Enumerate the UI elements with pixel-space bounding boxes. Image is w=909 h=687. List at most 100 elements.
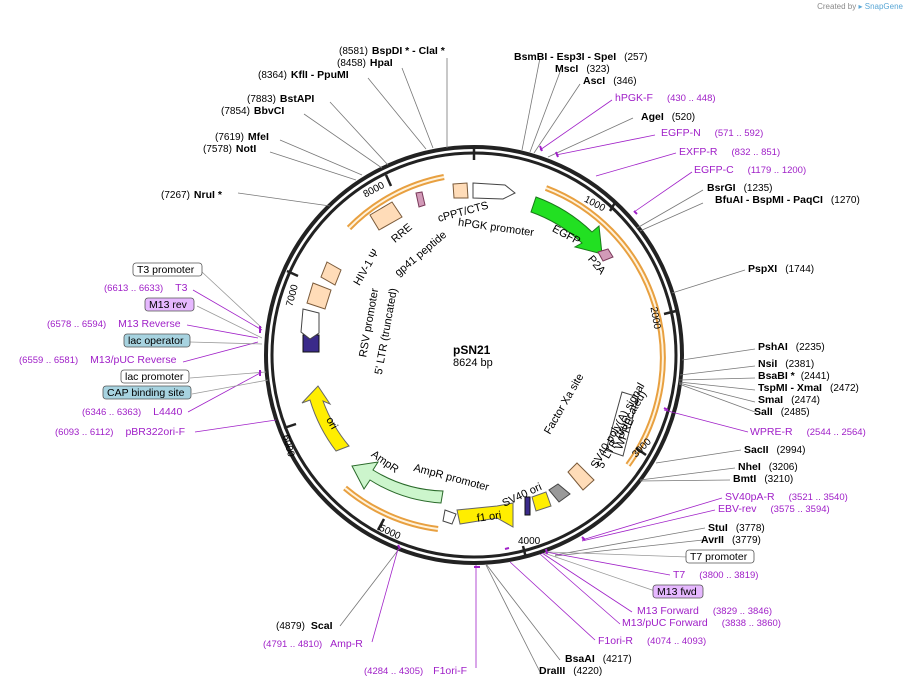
site-bsabi: BsaBI *: [758, 370, 796, 382]
site-pos-hpai: (8458): [337, 58, 366, 69]
box-t7-promoter: [685, 549, 755, 564]
svg-text:(7854)BbvCI: (7854) BbvCI: [221, 105, 284, 117]
site-sali: SalI: [754, 406, 773, 418]
primer-m13-puc-forward: M13/pUC Forward: [622, 617, 708, 629]
site-pos-kfli: (8364): [258, 70, 287, 81]
primer-range-ebv-rev: (3575 .. 3594): [771, 504, 830, 515]
site-pos-bfuai: (1270): [831, 195, 860, 206]
primer-range-hpgk-f: (430 .. 448): [667, 93, 716, 104]
hpgk-promoter-arrow[interactable]: [472, 182, 516, 200]
site-bstapi: BstAPI: [280, 93, 315, 105]
site-bsrgi: BsrGI: [707, 182, 736, 194]
svg-text:PshAI(2235): PshAI(2235): [758, 341, 825, 353]
primer-range-m13-puc-forward: (3838 .. 3860): [722, 618, 781, 629]
ltr5-box[interactable]: [306, 282, 332, 310]
primer-f1ori-f: F1ori-F: [433, 665, 467, 677]
box-m13-rev-text: M13 rev: [149, 299, 188, 311]
site-pos-bsmbi: (257): [624, 52, 647, 63]
primer-l4440: L4440: [153, 406, 182, 418]
rsv-promoter-arrow[interactable]: [300, 308, 320, 340]
primer-range-pbr322ori-f: (6093 .. 6112): [55, 427, 113, 438]
svg-text:BsrGI(1235): BsrGI(1235): [707, 182, 773, 194]
primer-ebv-rev: EBV-rev: [718, 503, 757, 515]
svg-text:(7883)BstAPI: (7883) BstAPI: [247, 93, 314, 105]
site-pos-bsaai: (4217): [603, 654, 632, 665]
site-nrui: NruI *: [194, 189, 223, 201]
primer-range-amp-r: (4791 .. 4810): [263, 639, 322, 650]
site-pos-sacii: (2994): [777, 445, 806, 456]
primer-t3: T3: [175, 282, 187, 294]
ltr3-box[interactable]: [567, 462, 595, 491]
rre-box[interactable]: [369, 201, 403, 231]
primer-range-f1ori-r: (4074 .. 4093): [647, 636, 706, 647]
svg-text:AscI(346): AscI(346): [583, 75, 637, 87]
ori-arrow[interactable]: [301, 385, 350, 452]
primer-range-egfp-n: (571 .. 592): [715, 128, 764, 139]
credit-prefix: Created by: [817, 2, 857, 11]
site-pos-stui: (3778): [736, 523, 765, 534]
svg-text:(6093 .. 6112)pBR322ori-F: (6093 .. 6112)pBR322ori-F: [55, 426, 185, 438]
site-nsii: NsiI: [758, 358, 777, 370]
site-avrii: AvrII: [701, 534, 724, 546]
site-msci: MscI: [555, 63, 578, 75]
tick-4000: 4000: [518, 536, 541, 547]
site-pos-bsabi: (2441): [801, 371, 830, 382]
factor-xa-marker[interactable]: [524, 496, 531, 516]
svg-text:EGFP-N(571 .. 592): EGFP-N (571 .. 592): [661, 127, 763, 139]
p2a-feature[interactable]: [597, 248, 614, 262]
plasmid-length: 8624 bp: [453, 357, 493, 369]
primer-t7: T7: [673, 569, 685, 581]
svg-text:(6346 .. 6363)L4440: (6346 .. 6363)L4440: [82, 406, 183, 418]
cppt-feature[interactable]: [452, 182, 469, 199]
site-pos-bstapi: (7883): [247, 94, 276, 105]
tick-2000: 2000: [648, 306, 663, 330]
svg-text:StuI(3778): StuI(3778): [708, 522, 765, 534]
svg-text:M13/pUC Forward(3838 .. 3860): M13/pUC Forward (3838 .. 3860): [622, 617, 781, 629]
gp41-feature[interactable]: [415, 191, 426, 208]
primer-wpre-r: WPRE-R: [750, 426, 793, 438]
primer-amp-r: Amp-R: [330, 638, 363, 650]
svg-text:TspMI - XmaI(2472): TspMI - XmaI(2472): [758, 382, 859, 394]
site-pos-avrii: (3779): [732, 535, 761, 546]
primer-egfp-n: EGFP-N: [661, 127, 701, 139]
primer-range-sv40pa-r: (3521 .. 3540): [789, 492, 848, 503]
svg-text:MscI(323): MscI(323): [555, 63, 610, 75]
hiv-psi-box[interactable]: [320, 261, 342, 286]
site-mfei: MfeI: [248, 131, 269, 143]
f1-ori-arrow[interactable]: [456, 502, 514, 528]
primer-leaders: [182, 99, 749, 668]
site-pos-agei: (520): [672, 112, 695, 123]
ampr-promoter-arrow[interactable]: [442, 509, 457, 525]
site-pos-noti: (7578): [203, 144, 232, 155]
tick-marks: [283, 147, 677, 559]
sv40ori-box[interactable]: [531, 491, 552, 512]
site-scai: ScaI: [311, 620, 333, 632]
tick-7000: 7000: [285, 283, 301, 308]
site-pos-nhei: (3206): [769, 462, 798, 473]
svg-text:BsmBI - Esp3I - SpeI(257): BsmBI - Esp3I - SpeI(257): [514, 51, 647, 63]
svg-text:SV40pA-R(3521 .. 3540): SV40pA-R(3521 .. 3540): [725, 491, 848, 503]
site-bbvci: BbvCI: [254, 105, 284, 117]
svg-text:EBV-rev(3575 .. 3594): EBV-rev (3575 .. 3594): [718, 503, 830, 515]
site-leaders: [237, 57, 756, 673]
svg-text:T7(3800 .. 3819): T7(3800 .. 3819): [673, 569, 758, 581]
primers: hPGK-F(430 .. 448) EGFP-N(571 .. 592) EX…: [19, 92, 866, 677]
site-pos-bbvci: (7854): [221, 106, 250, 117]
svg-text:(8458)HpaI: (8458) HpaI: [337, 57, 393, 69]
site-agei: AgeI: [641, 111, 664, 123]
site-pos-asci: (346): [613, 76, 636, 87]
ampr-arrow[interactable]: [351, 461, 444, 504]
site-pos-smai: (2474): [791, 395, 820, 406]
sites-left: (8581)BspDI * - ClaI * (8458)HpaI (8364)…: [161, 45, 446, 201]
box-lac-promoter-text: lac promoter: [125, 371, 184, 383]
box-cap-binding-text: CAP binding site: [107, 387, 185, 399]
sv40pa-box[interactable]: [548, 483, 571, 503]
orange-arc-right-core: [545, 187, 664, 466]
tick-6000: 6000: [280, 434, 296, 459]
svg-text:BsaBI *(2441): BsaBI * (2441): [758, 370, 830, 382]
site-pos-nsii: (2381): [785, 359, 814, 370]
wpre-box[interactable]: [605, 391, 639, 457]
site-hpai: HpaI: [370, 57, 393, 69]
svg-text:BsaAI(4217): BsaAI(4217): [565, 653, 632, 665]
svg-text:EGFP-C(1179 .. 1200): EGFP-C(1179 .. 1200): [694, 164, 806, 176]
